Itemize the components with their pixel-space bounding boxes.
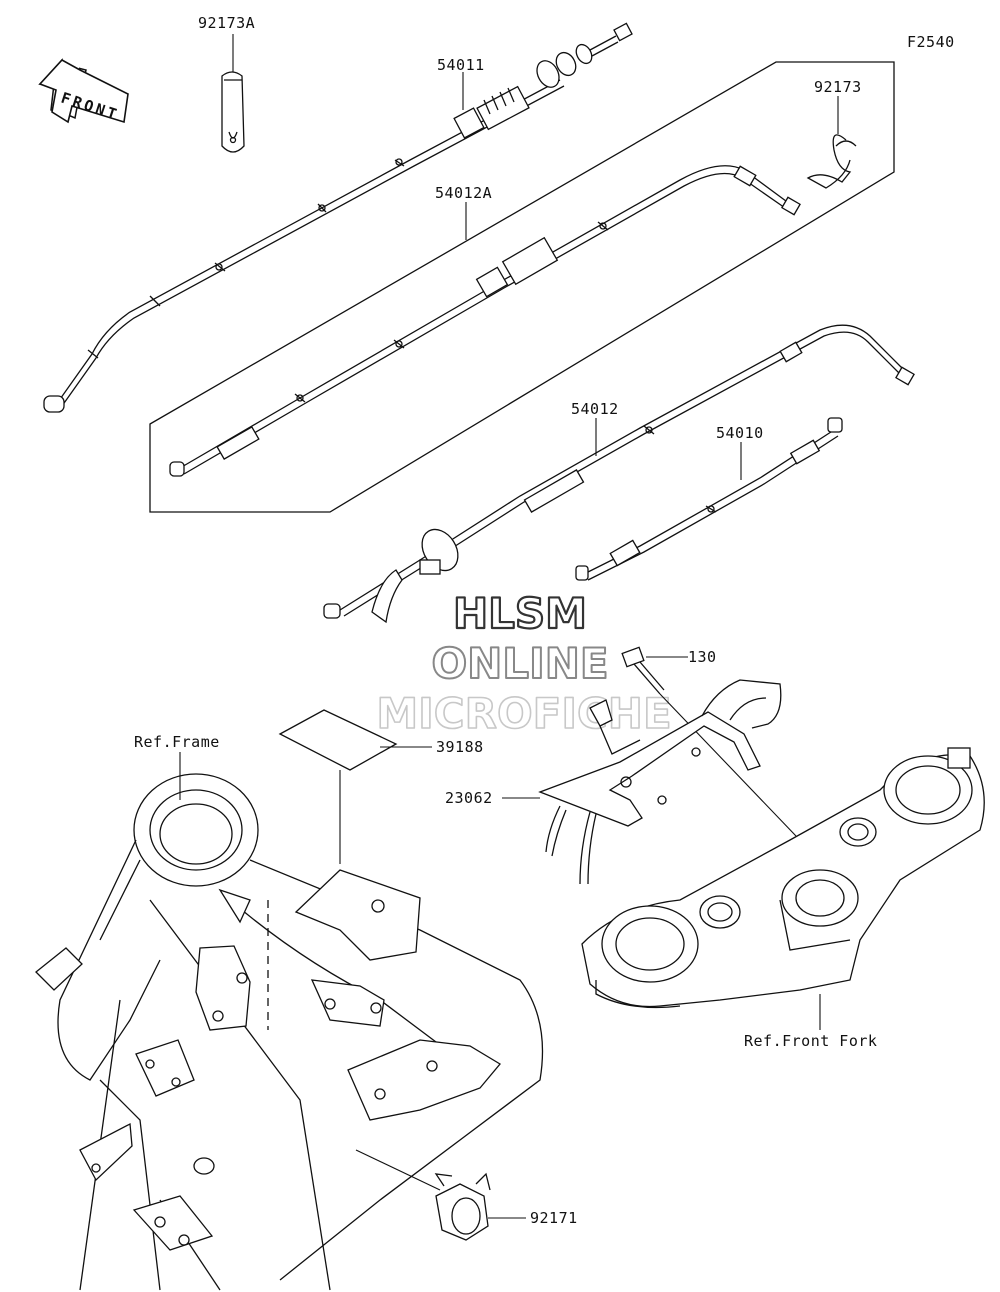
label-sheet-39188 (278, 709, 398, 771)
clip-92173A (221, 71, 245, 153)
bolt-130 (621, 646, 665, 695)
cable-54010 (575, 417, 843, 581)
watermark-line3: MICROFICHE (376, 689, 671, 738)
part-label-54012A: 54012A (435, 184, 492, 202)
bolt-axis-line (659, 693, 797, 837)
part-label-54012: 54012 (571, 400, 619, 418)
assembly-box-54012A (149, 61, 895, 513)
front-direction-arrow-icon: FRONT (38, 58, 129, 124)
leader-92171-frame (355, 1149, 441, 1191)
clamp-92171 (434, 1172, 491, 1241)
ref-frame: Ref.Frame (134, 733, 220, 751)
watermark-line2: ONLINE (431, 639, 608, 688)
front-fork-bracket (581, 747, 985, 1009)
part-label-23062: 23062 (445, 789, 493, 807)
watermark-line1: HLSM (453, 589, 587, 638)
clip-92173 (806, 134, 857, 189)
part-label-92171: 92171 (530, 1209, 578, 1227)
cable-54012A (169, 165, 801, 477)
part-label-54011: 54011 (437, 56, 485, 74)
cable-54011 (43, 22, 633, 413)
part-label-39188: 39188 (436, 738, 484, 756)
figure-code: F2540 (907, 33, 955, 51)
part-label-130: 130 (688, 648, 717, 666)
part-label-54010: 54010 (716, 424, 764, 442)
ref-front-fork: Ref.Front Fork (744, 1032, 877, 1050)
cable-54012 (323, 324, 915, 624)
bracket-23062 (538, 679, 782, 885)
part-label-92173: 92173 (814, 78, 862, 96)
part-label-92173A: 92173A (198, 14, 255, 32)
frame (35, 773, 544, 1291)
